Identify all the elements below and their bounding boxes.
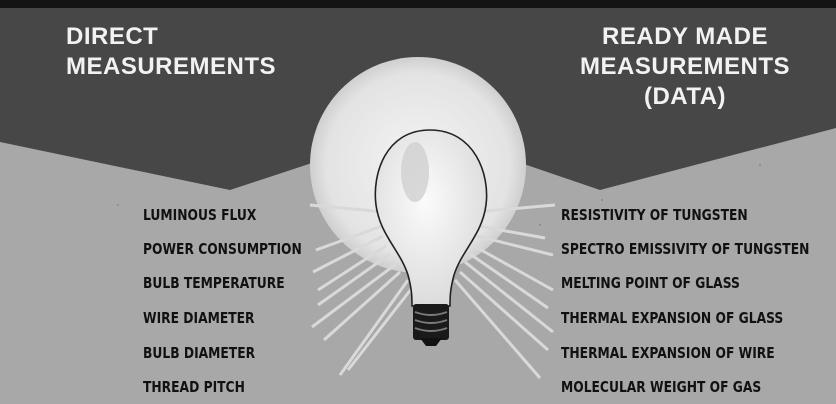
top-border	[0, 0, 836, 8]
heading-line: READY MADE	[580, 22, 790, 52]
direct-label-power-consumption: POWER CONSUMPTION	[143, 240, 302, 258]
ready-label-thermal-expansion-wire: THERMAL EXPANSION OF WIRE	[561, 344, 775, 362]
direct-label-thread-pitch: THREAD PITCH	[143, 378, 245, 396]
ready-label-resistivity: RESISTIVITY OF TUNGSTEN	[561, 206, 748, 224]
ready-label-thermal-expansion-glass: THERMAL EXPANSION OF GLASS	[561, 309, 783, 327]
ready-label-melting-point: MELTING POINT OF GLASS	[561, 274, 740, 292]
heading-line: MEASUREMENTS	[580, 52, 790, 82]
bulb-highlight	[401, 142, 429, 202]
heading-line: MEASUREMENTS	[66, 52, 276, 82]
ready-label-spectro-emissivity: SPECTRO EMISSIVITY OF TUNGSTEN	[561, 240, 809, 258]
direct-measurements-heading: DIRECT MEASUREMENTS	[66, 22, 276, 82]
ready-made-measurements-heading: READY MADE MEASUREMENTS (DATA)	[580, 22, 790, 112]
ready-label-molecular-weight: MOLECULAR WEIGHT OF GAS	[561, 378, 761, 396]
direct-label-luminous-flux: LUMINOUS FLUX	[143, 206, 256, 224]
direct-label-bulb-temperature: BULB TEMPERATURE	[143, 274, 285, 292]
heading-line: DIRECT	[66, 22, 276, 52]
heading-line: (DATA)	[580, 82, 790, 112]
direct-label-bulb-diameter: BULB DIAMETER	[143, 344, 255, 362]
bulb-base	[413, 304, 449, 346]
direct-label-wire-diameter: WIRE DIAMETER	[143, 309, 255, 327]
